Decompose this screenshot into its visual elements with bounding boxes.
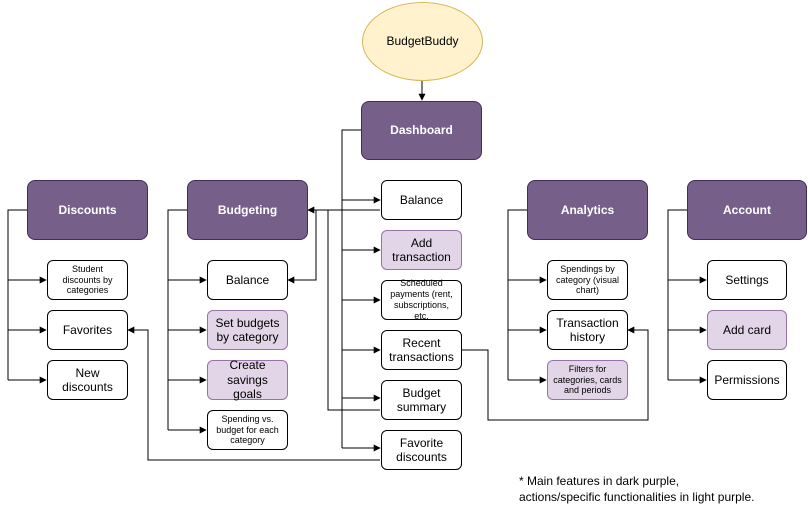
edge-analytics-trunk	[507, 209, 527, 380]
node-analytics: Analytics	[527, 180, 648, 240]
node-add-card: Add card	[707, 310, 787, 350]
node-spending-vs-budget: Spending vs. budget for each category	[207, 410, 288, 450]
node-discounts: Discounts	[27, 180, 148, 240]
node-budget-summary: Budget summary	[381, 380, 462, 420]
node-transaction-history: Transaction history	[547, 310, 628, 350]
node-favorites: Favorites	[47, 310, 128, 350]
node-settings: Settings	[707, 260, 787, 300]
node-budgeting-balance: Balance	[207, 260, 288, 300]
edge-balance-to-budgeting-balance	[287, 209, 380, 284]
node-budgeting: Budgeting	[187, 180, 308, 240]
edge-budget-summary-to-budgeting	[307, 206, 380, 411]
node-new-discounts: New discounts	[47, 360, 128, 400]
legend-note-line2: actions/specific functionalities in ligh…	[519, 489, 755, 504]
edge-favorite-discounts-to-favorites	[127, 326, 380, 461]
node-filters: Filters for categories, cards and period…	[547, 360, 628, 400]
legend-note-line1: * Main features in dark purple,	[519, 474, 680, 488]
edge-discounts-trunk	[7, 209, 27, 380]
edge-dashboard-trunk	[341, 129, 361, 448]
node-spendings-chart: Spendings by category (visual chart)	[547, 260, 628, 300]
node-student-discounts: Student discounts by categories	[47, 260, 128, 300]
legend-note: * Main features in dark purple, actions/…	[519, 474, 804, 505]
node-add-transaction: Add transaction	[381, 230, 462, 270]
node-permissions: Permissions	[707, 360, 787, 400]
node-savings-goals: Create savings goals	[207, 358, 288, 401]
node-dashboard-balance: Balance	[381, 180, 462, 220]
node-account: Account	[687, 180, 807, 240]
edge-account-trunk	[667, 209, 687, 380]
edge-budgeting-trunk	[167, 209, 187, 430]
node-favorite-discounts: Favorite discounts	[381, 430, 462, 470]
node-scheduled-payments: Scheduled payments (rent, subscriptions,…	[381, 278, 462, 321]
edge-recent-to-transaction-history	[462, 326, 649, 421]
node-dashboard: Dashboard	[361, 101, 482, 160]
node-recent-transactions: Recent transactions	[381, 330, 462, 370]
node-budgetbuddy: BudgetBuddy	[362, 2, 483, 81]
node-set-budgets: Set budgets by category	[207, 310, 288, 350]
